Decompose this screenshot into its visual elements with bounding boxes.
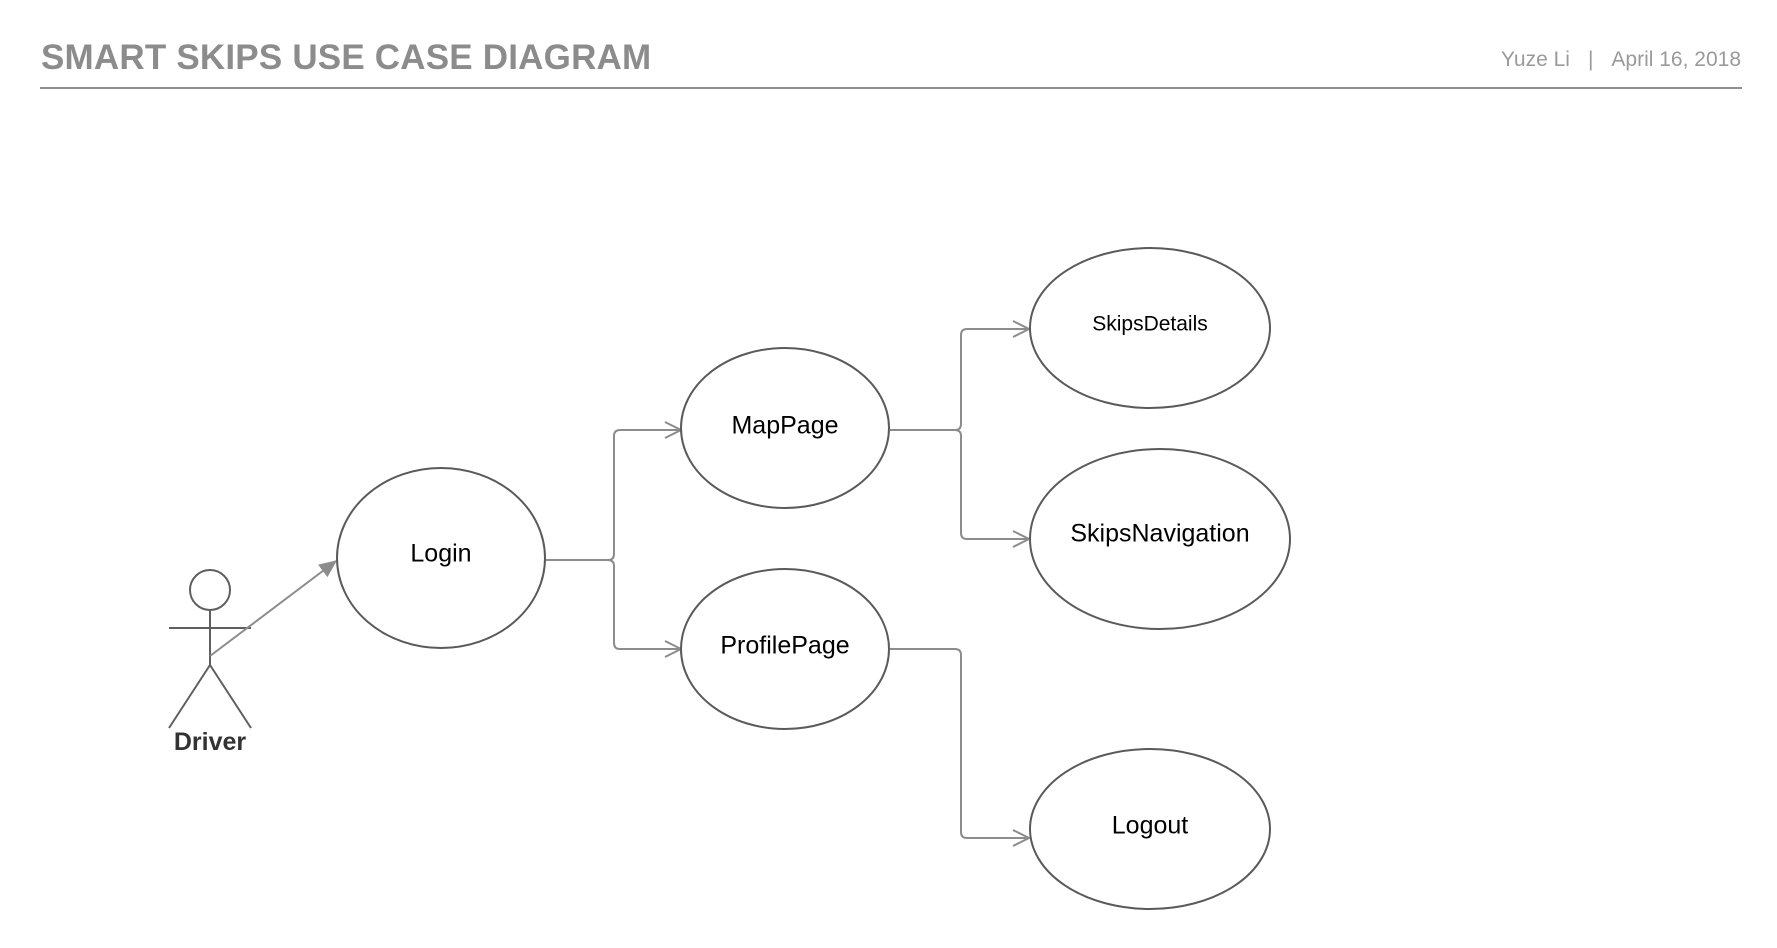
usecase-skipsnavigation-shape bbox=[1029, 448, 1291, 630]
usecase-profilepage-label: ProfilePage bbox=[720, 632, 849, 660]
actor-driver: Driver bbox=[168, 569, 252, 756]
usecase-login-label: Login bbox=[410, 540, 471, 568]
diagram-title: SMART SKIPS USE CASE DIAGRAM bbox=[41, 38, 652, 77]
usecase-skipsnavigation: SkipsNavigation bbox=[1029, 448, 1291, 630]
usecase-skipsnavigation-label: SkipsNavigation bbox=[1070, 520, 1249, 548]
connector-driver-login bbox=[209, 560, 337, 657]
connector-login-profilepage bbox=[546, 559, 681, 649]
usecase-logout-label: Logout bbox=[1112, 812, 1189, 840]
actor-left-leg bbox=[168, 664, 211, 729]
usecase-mappage-shape bbox=[680, 347, 890, 509]
usecase-mappage: MapPage bbox=[680, 347, 890, 509]
actor-right-leg bbox=[209, 664, 252, 729]
header-divider bbox=[40, 87, 1742, 89]
diagram-date: April 16, 2018 bbox=[1611, 48, 1741, 71]
usecase-profilepage: ProfilePage bbox=[680, 568, 890, 730]
actor-label: Driver bbox=[174, 728, 247, 756]
usecase-logout-shape bbox=[1029, 748, 1271, 910]
usecase-login: Login bbox=[336, 467, 546, 649]
connector-mappage-skipsdetails bbox=[890, 329, 1029, 431]
meta-separator: | bbox=[1587, 48, 1594, 71]
usecase-login-shape bbox=[336, 467, 546, 649]
actor-head bbox=[189, 569, 231, 611]
diagram-meta: Yuze Li | April 16, 2018 bbox=[1501, 48, 1741, 72]
usecase-skipsdetails-shape bbox=[1029, 247, 1271, 409]
author-name: Yuze Li bbox=[1501, 48, 1570, 71]
connector-mappage-skipsnavigation bbox=[890, 429, 1029, 539]
usecase-skipsdetails: SkipsDetails bbox=[1029, 247, 1271, 409]
usecase-mappage-label: MapPage bbox=[731, 412, 838, 440]
usecase-skipsdetails-label: SkipsDetails bbox=[1092, 313, 1208, 336]
usecase-profilepage-shape bbox=[680, 568, 890, 730]
connector-profilepage-logout bbox=[890, 648, 1029, 838]
usecase-logout: Logout bbox=[1029, 748, 1271, 910]
connector-login-mappage bbox=[546, 430, 681, 561]
